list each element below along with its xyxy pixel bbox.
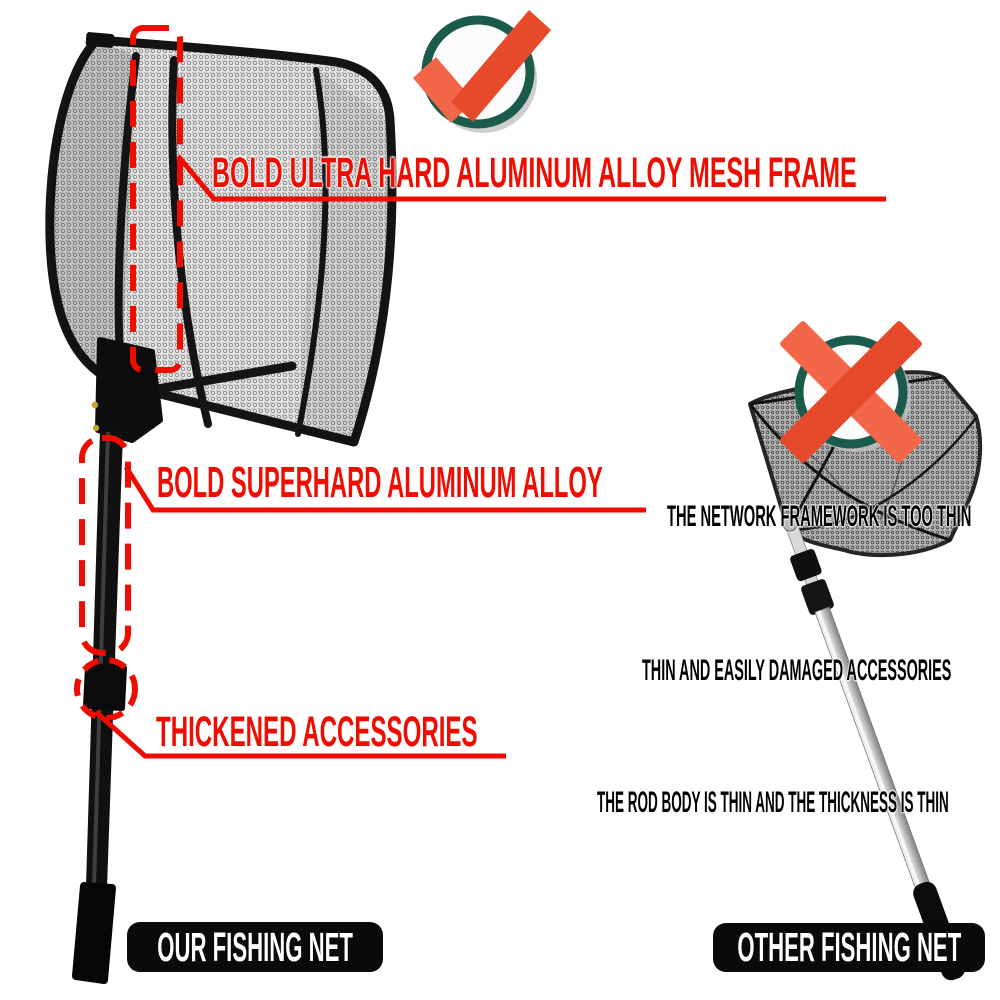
left-pole-grip (72, 882, 116, 984)
cross-icon (780, 321, 922, 463)
left-frame-tube-1 (114, 52, 140, 376)
left-net-head (45, 32, 397, 447)
callout-label-rod-thin: THE ROD BODY IS THIN AND THE THICKNESS I… (597, 786, 949, 819)
check-icon (413, 10, 551, 133)
left-net-photo (45, 32, 397, 984)
joint-screw (92, 424, 100, 432)
other-fishing-net-badge-label: OTHER FISHING NET (737, 924, 961, 970)
joint-screw (91, 401, 99, 409)
callout-line-frame (176, 154, 886, 202)
other-fishing-net-badge: OTHER FISHING NET (713, 923, 985, 972)
thickened-collar (83, 663, 127, 711)
left-frame-tube-2 (168, 56, 212, 428)
left-frame-tube-3 (295, 67, 329, 437)
pole-joint-collar (801, 579, 834, 615)
callout-label-thickened-accessories: THICKENED ACCESSORIES (156, 708, 478, 756)
frame-buckle (85, 32, 115, 48)
dashed-highlight-collar (74, 657, 138, 721)
left-pole-joint (95, 337, 163, 443)
callout-label-mesh-frame: BOLD ULTRA HARD ALUMINUM ALLOY MESH FRAM… (212, 149, 857, 197)
dashed-highlight-frame (130, 25, 183, 373)
left-net-shading (49, 40, 136, 382)
callout-label-aluminum-alloy: BOLD SUPERHARD ALUMINUM ALLOY (157, 458, 603, 507)
our-fishing-net-badge-label: OUR FISHING NET (157, 923, 353, 970)
net-pole-hinge (782, 516, 798, 532)
left-pole (72, 430, 127, 984)
dashed-highlight-pole (79, 435, 131, 656)
callout-label-damaged-accessories: THIN AND EASILY DAMAGED ACCESSORIES (642, 654, 952, 687)
callout-label-network-thin: THE NETWORK FRAMEWORK IS TOO THIN (667, 500, 972, 533)
right-pole (783, 517, 965, 981)
callout-line-pole (123, 465, 646, 513)
our-fishing-net-badge: OUR FISHING NET (127, 922, 383, 972)
callout-line-collar (94, 710, 506, 759)
pole-joint-collar (790, 549, 822, 582)
left-net-mesh (45, 35, 397, 447)
highlight-marks (74, 25, 886, 759)
